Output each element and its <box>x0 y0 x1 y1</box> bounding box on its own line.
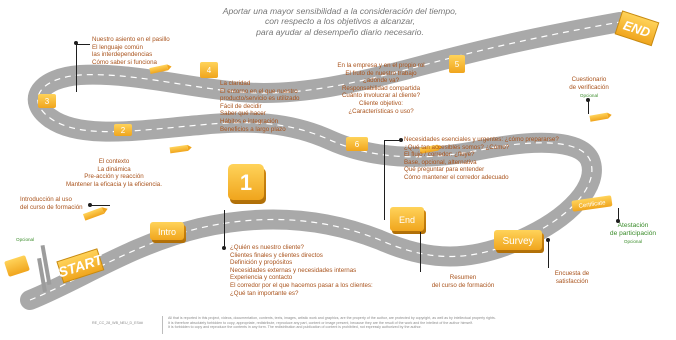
badge-step-1-label: 1 <box>240 170 252 195</box>
badge-step-5: 5 <box>449 55 465 73</box>
attestation-optional-label: Opcional <box>623 239 643 244</box>
badge-survey: Survey <box>494 230 544 253</box>
connector-intro <box>90 205 110 206</box>
badge-step-1: 1 <box>228 164 266 204</box>
survey-description: Encuesta de satisfacción <box>554 270 590 285</box>
connector-dot-step-3 <box>74 41 78 45</box>
road-path <box>20 12 630 310</box>
connector-step-3-h <box>76 44 90 45</box>
footer-divider <box>162 316 163 334</box>
road-arrow-markers <box>82 64 612 221</box>
badge-step-6-label: 6 <box>355 140 360 149</box>
connector-dot-intro <box>88 203 92 207</box>
step-4-description: La claridad El entorno en el que nuestro… <box>220 80 300 133</box>
connector-step-3-v <box>76 44 77 92</box>
badge-intro: Intro <box>150 222 186 243</box>
connector-dot-step-6 <box>399 138 403 142</box>
page-title: Aportar una mayor sensibilidad a la cons… <box>190 6 490 37</box>
badge-step-3-label: 3 <box>45 97 50 106</box>
connector-dot-attestation <box>616 219 620 223</box>
badge-step-2-label: 2 <box>121 126 126 135</box>
optional-label-left: Opcional <box>16 237 35 242</box>
badge-end: End <box>390 207 426 234</box>
connector-dot-quiz <box>586 98 590 102</box>
connector-end-v <box>420 232 421 272</box>
end-sign: END <box>614 10 660 47</box>
badge-end-label: End <box>399 215 415 225</box>
connector-dot-survey <box>546 238 550 242</box>
end-description: Resumen del curso de formación <box>431 274 495 289</box>
connector-step-1-v <box>224 210 225 248</box>
step-6-description: Necesidades esenciales y urgentes: ¿cómo… <box>404 136 559 181</box>
connector-attestation-v <box>618 208 619 222</box>
title-line-2: con respecto a los objetivos a alcanzar, <box>264 16 415 27</box>
connector-step-6-v <box>384 140 385 220</box>
badge-survey-label: Survey <box>502 236 533 247</box>
step-3-description: Nuestro asiento en el pasillo El lenguaj… <box>92 36 170 66</box>
connector-step-6-h <box>384 140 402 141</box>
badge-step-6: 6 <box>346 137 368 151</box>
badge-step-5-label: 5 <box>455 60 460 69</box>
connector-survey-v <box>548 240 549 268</box>
quiz-description: Cuestionario de verificación <box>569 76 609 91</box>
title-line-1: Aportar una mayor sensibilidad a la cons… <box>222 6 458 16</box>
badge-certificate: Certificate <box>571 195 613 212</box>
badge-step-2: 2 <box>114 124 132 136</box>
quiz-optional-label: Opcional <box>579 93 599 98</box>
step-2-description: El contexto La dinámica Pre-acción y rea… <box>66 158 162 188</box>
footer-notice: All that is reported in this project, vi… <box>168 316 496 330</box>
badge-intro-label: Intro <box>158 227 176 237</box>
attestation-description: Atestación de participación <box>609 222 657 237</box>
badge-certificate-label: Certificate <box>578 200 606 210</box>
badge-step-4: 4 <box>200 62 218 78</box>
step-1-description: ¿Quién es nuestro cliente? Clientes fina… <box>230 244 373 297</box>
connector-quiz-v <box>588 100 589 114</box>
title-line-3: para ayudar al desempeño diario necesari… <box>256 26 424 37</box>
footer-code: RE_CC_28_WB_NEU_D_ES## <box>92 321 143 325</box>
start-sign: START <box>4 244 106 293</box>
badge-step-3: 3 <box>38 94 56 108</box>
connector-dot-step-1 <box>222 246 226 250</box>
step-5-description: En la empresa y en el propio rol El frut… <box>337 62 425 115</box>
intro-description: Introducción al uso del curso de formaci… <box>20 196 83 211</box>
badge-step-4-label: 4 <box>207 66 212 75</box>
